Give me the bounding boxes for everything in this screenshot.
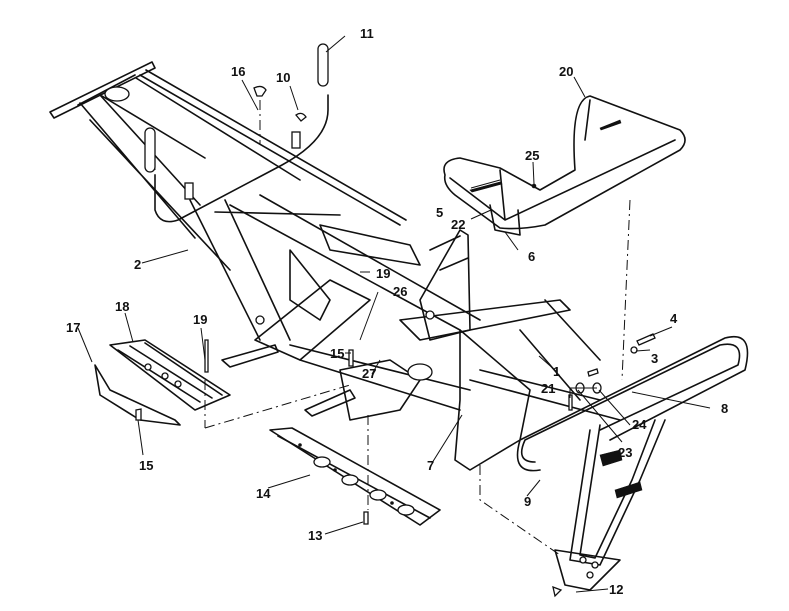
callout-15-frame: 15 — [330, 346, 345, 361]
callout-10: 10 — [276, 70, 291, 85]
callout-18: 18 — [115, 299, 130, 314]
alignment-lines — [204, 199, 631, 556]
callout-22: 22 — [451, 217, 466, 232]
callout-21: 21 — [541, 381, 556, 396]
callout-15-footrest: 15 — [139, 458, 154, 473]
callout-19-frame: 19 — [376, 266, 391, 281]
callout-27: 27 — [362, 366, 377, 381]
callout-25: 25 — [525, 148, 540, 163]
callout-7: 7 — [427, 458, 435, 473]
callout-4: 4 — [670, 311, 678, 326]
callout-2: 2 — [134, 257, 142, 272]
callout-19-footrest: 19 — [193, 312, 208, 327]
footrest — [94, 339, 231, 426]
callout-13: 13 — [308, 528, 323, 543]
callout-20: 20 — [559, 64, 574, 79]
callout-14: 14 — [256, 486, 271, 501]
callout-12: 12 — [609, 582, 624, 597]
callout-11: 11 — [360, 26, 374, 41]
leader-lines — [77, 35, 711, 593]
callout-1: 1 — [553, 364, 561, 379]
front-bumper — [516, 335, 749, 591]
callout-17: 17 — [66, 320, 81, 335]
callout-23: 23 — [618, 445, 633, 460]
callout-8: 8 — [721, 401, 729, 416]
callout-16: 16 — [231, 64, 246, 79]
callout-6: 6 — [528, 249, 536, 264]
callout-5: 5 — [436, 205, 444, 220]
skid-plate — [269, 427, 441, 526]
main-frame — [49, 61, 621, 471]
rear-rack — [443, 95, 686, 236]
callout-24: 24 — [632, 417, 647, 432]
callout-26: 26 — [393, 284, 408, 299]
hardware — [135, 333, 656, 598]
callout-9: 9 — [524, 494, 532, 509]
callout-3: 3 — [651, 351, 659, 366]
handle-bar — [144, 43, 329, 223]
